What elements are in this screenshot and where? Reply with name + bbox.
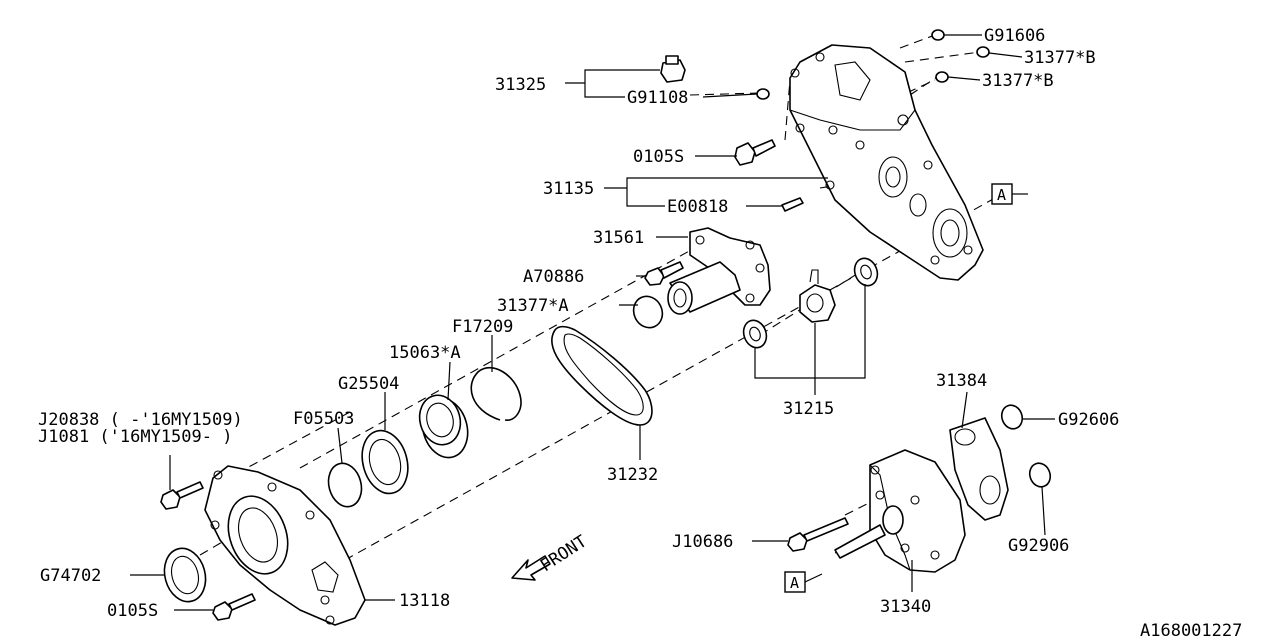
o-rings-pump [1000,404,1052,488]
label-g91108: G91108 [627,88,688,108]
label-31135: 31135 [543,179,594,199]
front-label: FRONT [537,532,591,577]
o-ring-f05503 [327,462,363,508]
label-j10686: J10686 [672,532,733,552]
label-g91606: G91606 [984,26,1045,46]
front-housing-13118 [204,465,366,626]
label-g92906: G92906 [1008,536,1069,556]
seal-g74702 [163,547,207,603]
label-j20838: J20838 ( -'16MY1509) [38,410,243,430]
snap-ring-f17209 [470,366,522,421]
label-g92606: G92606 [1058,410,1119,430]
label-15063a: 15063*A [389,343,461,363]
bolt-j20838 [160,481,204,510]
plug-31325 [660,55,686,83]
label-31377a: 31377*A [497,296,569,316]
label-31384: 31384 [936,371,987,391]
label-13118: 13118 [399,591,450,611]
leader-lines [130,34,1055,611]
label-g25504: G25504 [338,374,399,394]
label-31377b-1: 31377*B [1024,48,1096,68]
label-31232: 31232 [607,465,658,485]
label-j1081: J1081 ('16MY1509- ) [38,427,232,447]
bolt-0105s-top [734,139,776,166]
bolt-a70886 [644,261,684,286]
shaft-flange-31561 [667,227,771,315]
label-31561: 31561 [593,228,644,248]
diagram-id: A168001227 [1140,621,1242,640]
reference-mark-upper: A [997,186,1006,204]
chain-31232 [551,325,653,426]
label-31340: 31340 [880,597,931,617]
dowel-pin-e00818 [781,197,804,212]
o-rings-top [756,29,990,100]
label-0105s-top: 0105S [633,147,684,167]
bolt-j10686 [787,517,849,552]
bearings-31215 [742,257,879,349]
label-31215: 31215 [783,399,834,419]
label-g74702: G74702 [40,566,101,586]
label-f05503: F05503 [293,409,354,429]
label-0105s-bottom: 0105S [107,601,158,621]
label-31377b-2: 31377*B [982,71,1054,91]
reference-mark-lower: A [790,574,799,592]
label-31325: 31325 [495,75,546,95]
transfer-case-cover [789,44,984,281]
o-ring-31377a [632,295,664,329]
label-e00818: E00818 [667,197,728,217]
gasket-31384 [949,417,1009,521]
front-arrow-icon [511,555,551,581]
part-labels: 31325 G91108 G91606 31377*B 31377*B 0105… [38,26,1242,640]
label-f17209: F17209 [452,317,513,337]
bolt-0105s-bottom [212,593,256,621]
oil-seal-g25504 [361,429,409,495]
oil-pump-31340 [834,449,966,573]
label-a70886: A70886 [523,267,584,287]
bearing-15063a [418,394,469,459]
sprocket-31215 [799,269,836,323]
